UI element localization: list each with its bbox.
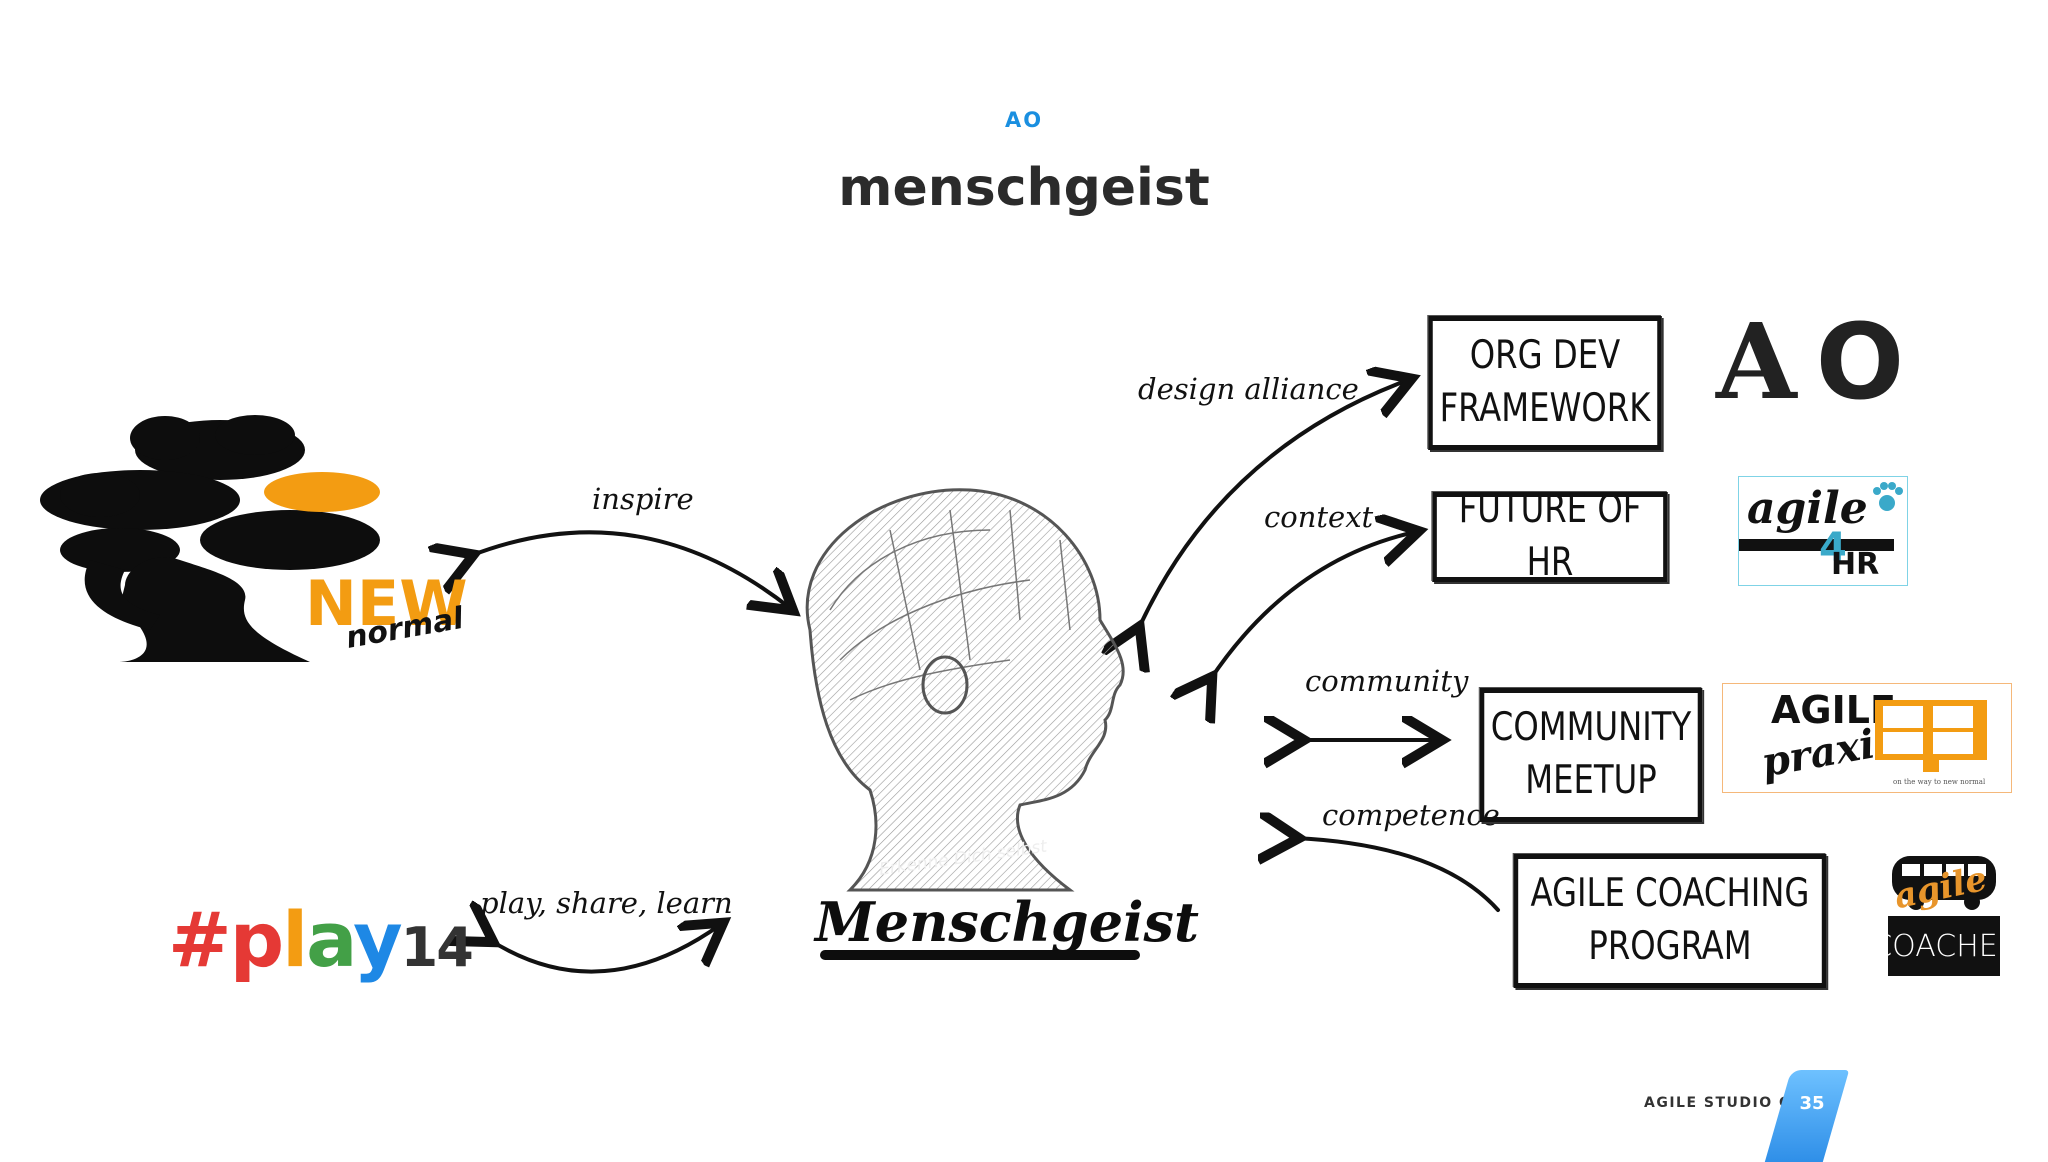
- box-coaching-line2: PROGRAM: [1588, 924, 1752, 969]
- slide-title: menschgeist: [838, 158, 1210, 218]
- label-design-alliance: design alliance: [1138, 372, 1359, 406]
- agile4hr-top: agile: [1747, 483, 1868, 534]
- agile4hr-logo: agile 4 HR: [1738, 476, 1908, 586]
- brain-regions: [829, 509, 1071, 701]
- play14-number: 14: [400, 916, 474, 979]
- ear-icon: [921, 655, 969, 715]
- agile-coaches-logo: agile COACHES: [1871, 846, 2017, 976]
- box-community-line2: MEETUP: [1525, 758, 1657, 803]
- bonsai-orange-foliage: [264, 472, 380, 512]
- box-agile-coaching-program: AGILE COACHING PROGRAM: [1513, 854, 1827, 988]
- label-community: community: [1305, 664, 1469, 698]
- ao-logo: A O: [1716, 300, 1904, 423]
- bonsai-tree-icon: [40, 415, 380, 662]
- label-inspire: inspire: [592, 482, 694, 516]
- play14-letter-l: l: [282, 895, 308, 984]
- menschgeist-underline: [820, 950, 1140, 960]
- praxis-tagline: on the way to new normal: [1893, 778, 1986, 786]
- label-context: context: [1264, 500, 1374, 534]
- label-play-share-learn: play, share, learn: [480, 886, 733, 920]
- agile4hr-bottom: HR: [1831, 547, 1880, 582]
- section-kicker: AO: [1004, 108, 1044, 132]
- arrow-context: [1210, 532, 1415, 680]
- ao-logo-o: O: [1815, 301, 1905, 423]
- arrow-competence: [1295, 838, 1500, 912]
- paw-icon: [1873, 482, 1903, 511]
- box-coaching-line1: AGILE COACHING: [1530, 871, 1810, 917]
- newnormal-big-text: NEW: [305, 567, 468, 640]
- arrow-play: [490, 925, 720, 974]
- agile4hr-num: 4: [1819, 525, 1847, 571]
- menschgeist-logo-text: Menschgeist: [815, 890, 1199, 954]
- label-competence: competence: [1322, 798, 1500, 832]
- box-orgdev-framework: ORG DEV FRAMEWORK: [1428, 316, 1662, 450]
- box-orgdev-line2: FRAMEWORK: [1439, 386, 1651, 431]
- arrow-inspire: [470, 530, 790, 608]
- box-community-line1: COMMUNITY: [1490, 705, 1692, 751]
- phrenology-head-illustration: Erkenne Dich selbst: [805, 488, 1125, 892]
- agile4hr-bar: [1739, 539, 1894, 551]
- ao-logo-a: A: [1716, 300, 1797, 423]
- coaches-bottom: COACHES: [1871, 916, 2017, 976]
- newnormal-logo: NEW normal: [40, 415, 468, 662]
- play14-hash: #: [168, 895, 232, 984]
- arrow-design-alliance: [1138, 380, 1408, 630]
- box-future-of-hr: FUTURE OF HR: [1432, 487, 1668, 585]
- play14-letter-a: a: [306, 895, 355, 984]
- footer-brand: AGILE STUDIO CH: [1644, 1095, 1804, 1111]
- box-community-meetup: COMMUNITY MEETUP: [1479, 688, 1703, 822]
- box-orgdev-line1: ORG DEV: [1469, 333, 1621, 379]
- agile-praxis-logo: AGILE praxis on the way to new normal: [1722, 683, 2012, 793]
- camper-van-icon: [1892, 856, 1996, 910]
- page-number: 35: [1799, 1093, 1825, 1114]
- play14-letter-y: y: [353, 895, 403, 984]
- screen-people-icon: [1875, 700, 1987, 772]
- box-futurehr-line1: FUTURE OF HR: [1458, 487, 1642, 585]
- play14-letter-p: p: [229, 895, 284, 984]
- play14-logo: #play14: [168, 895, 474, 984]
